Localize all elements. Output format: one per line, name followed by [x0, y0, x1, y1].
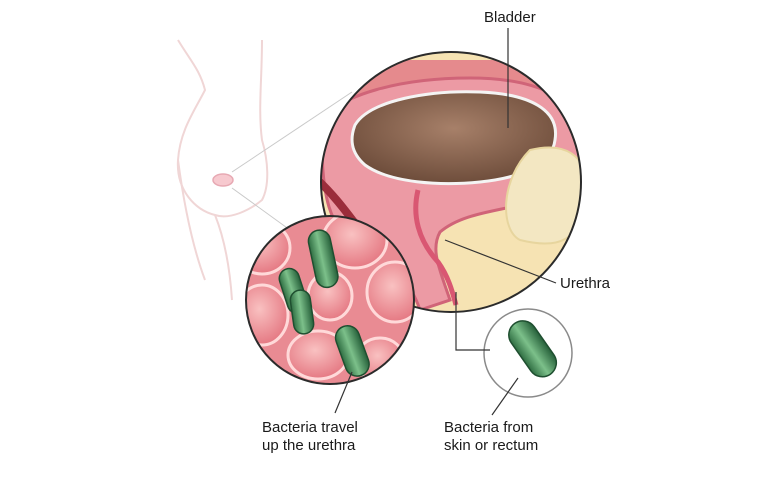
bacteria-source-line-2: skin or rectum: [444, 437, 539, 454]
bladder-label: Bladder: [484, 9, 536, 26]
bacterium-source: [508, 320, 558, 378]
source-label-leader-line: [491, 377, 519, 416]
urethra-leader-line: [444, 239, 557, 284]
bacteria-travel-line-2: up the urethra: [262, 437, 356, 454]
bacteria-travel-label: Bacteria travel up the urethra: [262, 419, 358, 455]
bacterium-1: [307, 229, 339, 289]
bacteria-travel-line-1: Bacteria travel: [262, 419, 358, 436]
body-silhouette: [176, 39, 269, 301]
body-pelvis-marker: [212, 173, 234, 187]
bacteria-source-line-1: Bacteria from: [444, 419, 534, 436]
bacterium-3: [289, 289, 315, 335]
source-leader-line: [455, 292, 490, 351]
travel-leader-line: [334, 371, 353, 414]
bacteria-source-view: [483, 308, 573, 398]
bacterium-4: [334, 325, 370, 377]
connector-line: [231, 187, 291, 231]
urethra-label: Urethra: [560, 275, 611, 292]
bacteria-source-label: Bacteria from skin or rectum: [444, 419, 538, 455]
connector-line: [231, 91, 353, 173]
